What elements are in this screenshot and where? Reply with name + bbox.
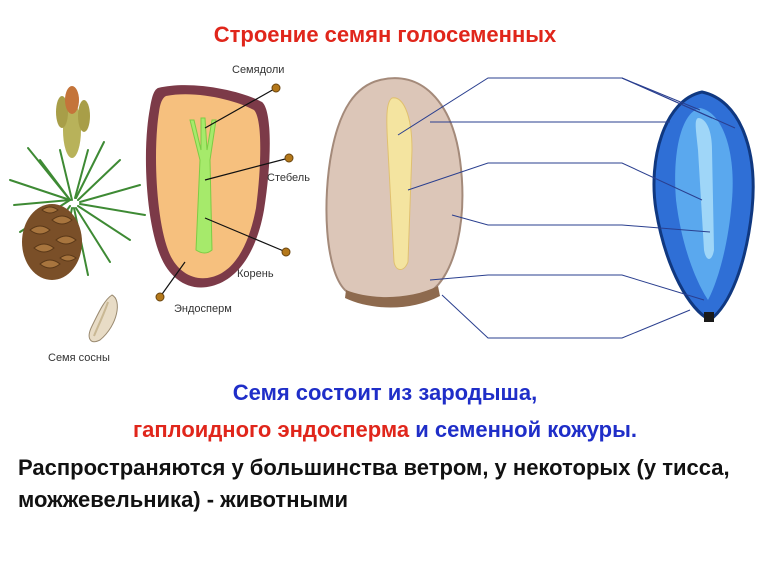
page-title: Строение семян голосеменных <box>213 22 557 47</box>
label-root: Корень <box>237 268 274 280</box>
label-stem: Стебель <box>267 172 310 184</box>
seed-photo-illustration <box>325 77 464 308</box>
connector-lines <box>397 77 736 339</box>
blue-seed-illustration <box>652 90 755 322</box>
statement-line-1: Семя состоит из зародыша, <box>232 380 538 405</box>
pine-branch-illustration <box>9 86 146 280</box>
label-pine-seed: Семя сосны <box>48 352 110 364</box>
label-cotyledons: Семядоли <box>232 64 285 76</box>
label-endosperm: Эндосперм <box>174 303 232 315</box>
dispersal-description: Распространяются у большинства ветром, у… <box>18 455 730 512</box>
left-leader-lines <box>159 87 290 298</box>
statement-seed-coat-text: и семенной кожуры. <box>409 417 637 442</box>
statement-line-2: гаплоидного эндосперма и семенной кожуры… <box>0 417 770 443</box>
label-markers <box>155 83 294 302</box>
pine-seed-illustration <box>88 294 118 343</box>
seed-section-diagram <box>145 85 270 288</box>
statement-endosperm-text: гаплоидного эндосперма <box>133 417 410 442</box>
